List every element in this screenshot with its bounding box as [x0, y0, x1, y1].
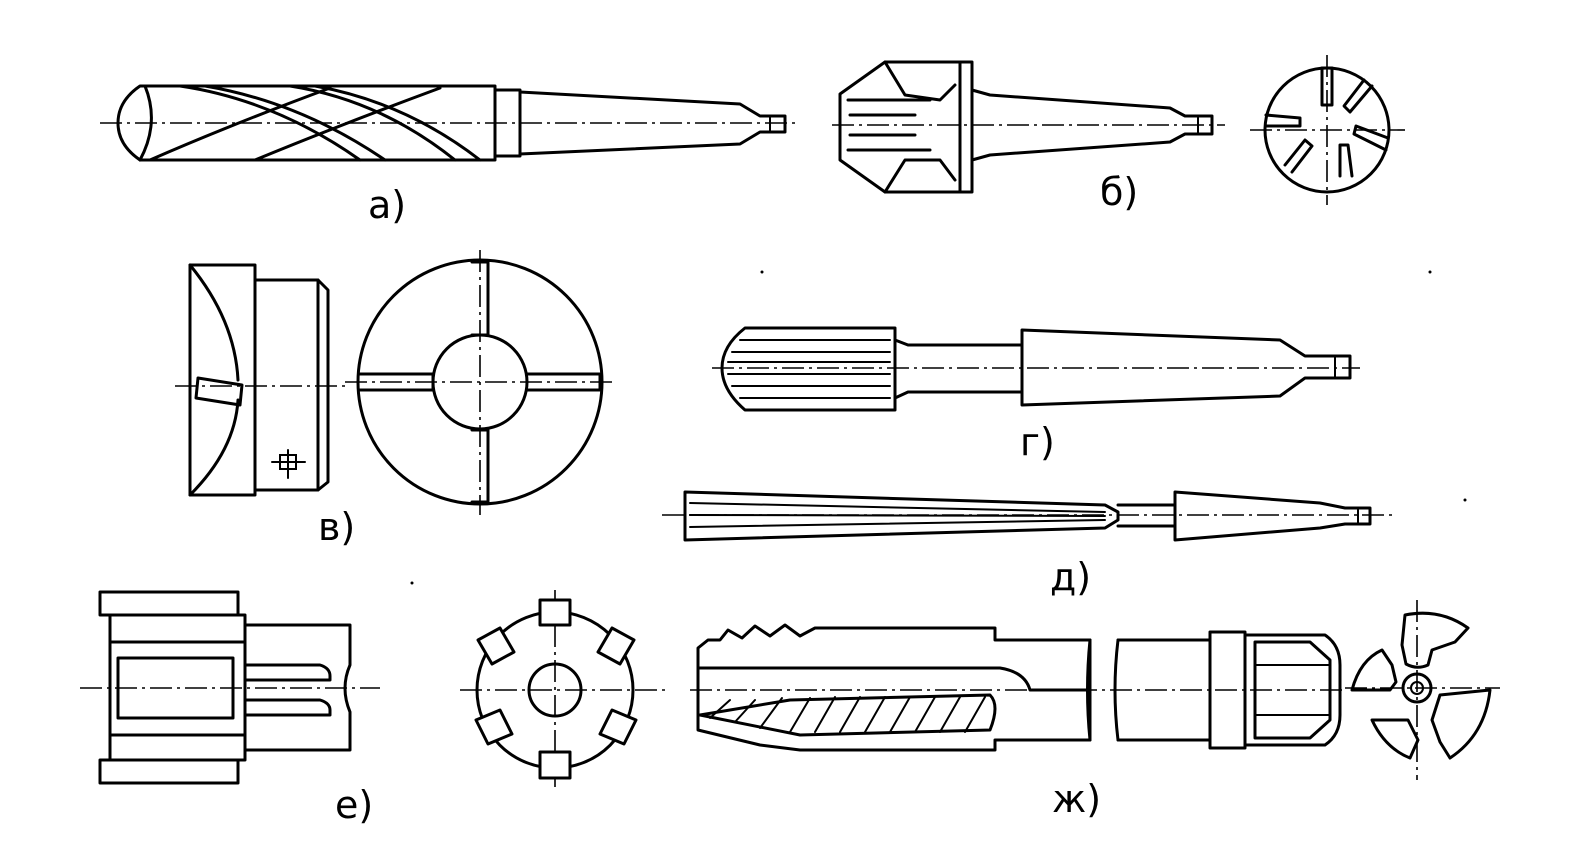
taper-reamer: д)	[662, 490, 1395, 599]
label-zh: ж)	[1052, 777, 1101, 821]
label-g: г)	[1020, 420, 1055, 464]
machine-tap: ж)	[690, 623, 1345, 821]
shell-reamer-end-view	[460, 590, 665, 790]
label-b: б)	[1100, 170, 1138, 214]
machine-tap-end-view	[1345, 600, 1500, 780]
label-v: в)	[318, 505, 355, 549]
label-e: е)	[335, 783, 373, 827]
shell-core-drill-end-view	[345, 250, 615, 515]
shell-core-drill: в)	[175, 263, 355, 549]
countersink: б)	[832, 60, 1225, 214]
shell-reamer: е)	[80, 590, 380, 827]
paper-specks	[410, 270, 1467, 585]
countersink-end-view	[1250, 55, 1405, 205]
label-d: д)	[1050, 555, 1091, 599]
machine-reamer: г)	[712, 326, 1360, 464]
label-a: а)	[368, 183, 406, 227]
twist-drill: а)	[100, 84, 800, 227]
